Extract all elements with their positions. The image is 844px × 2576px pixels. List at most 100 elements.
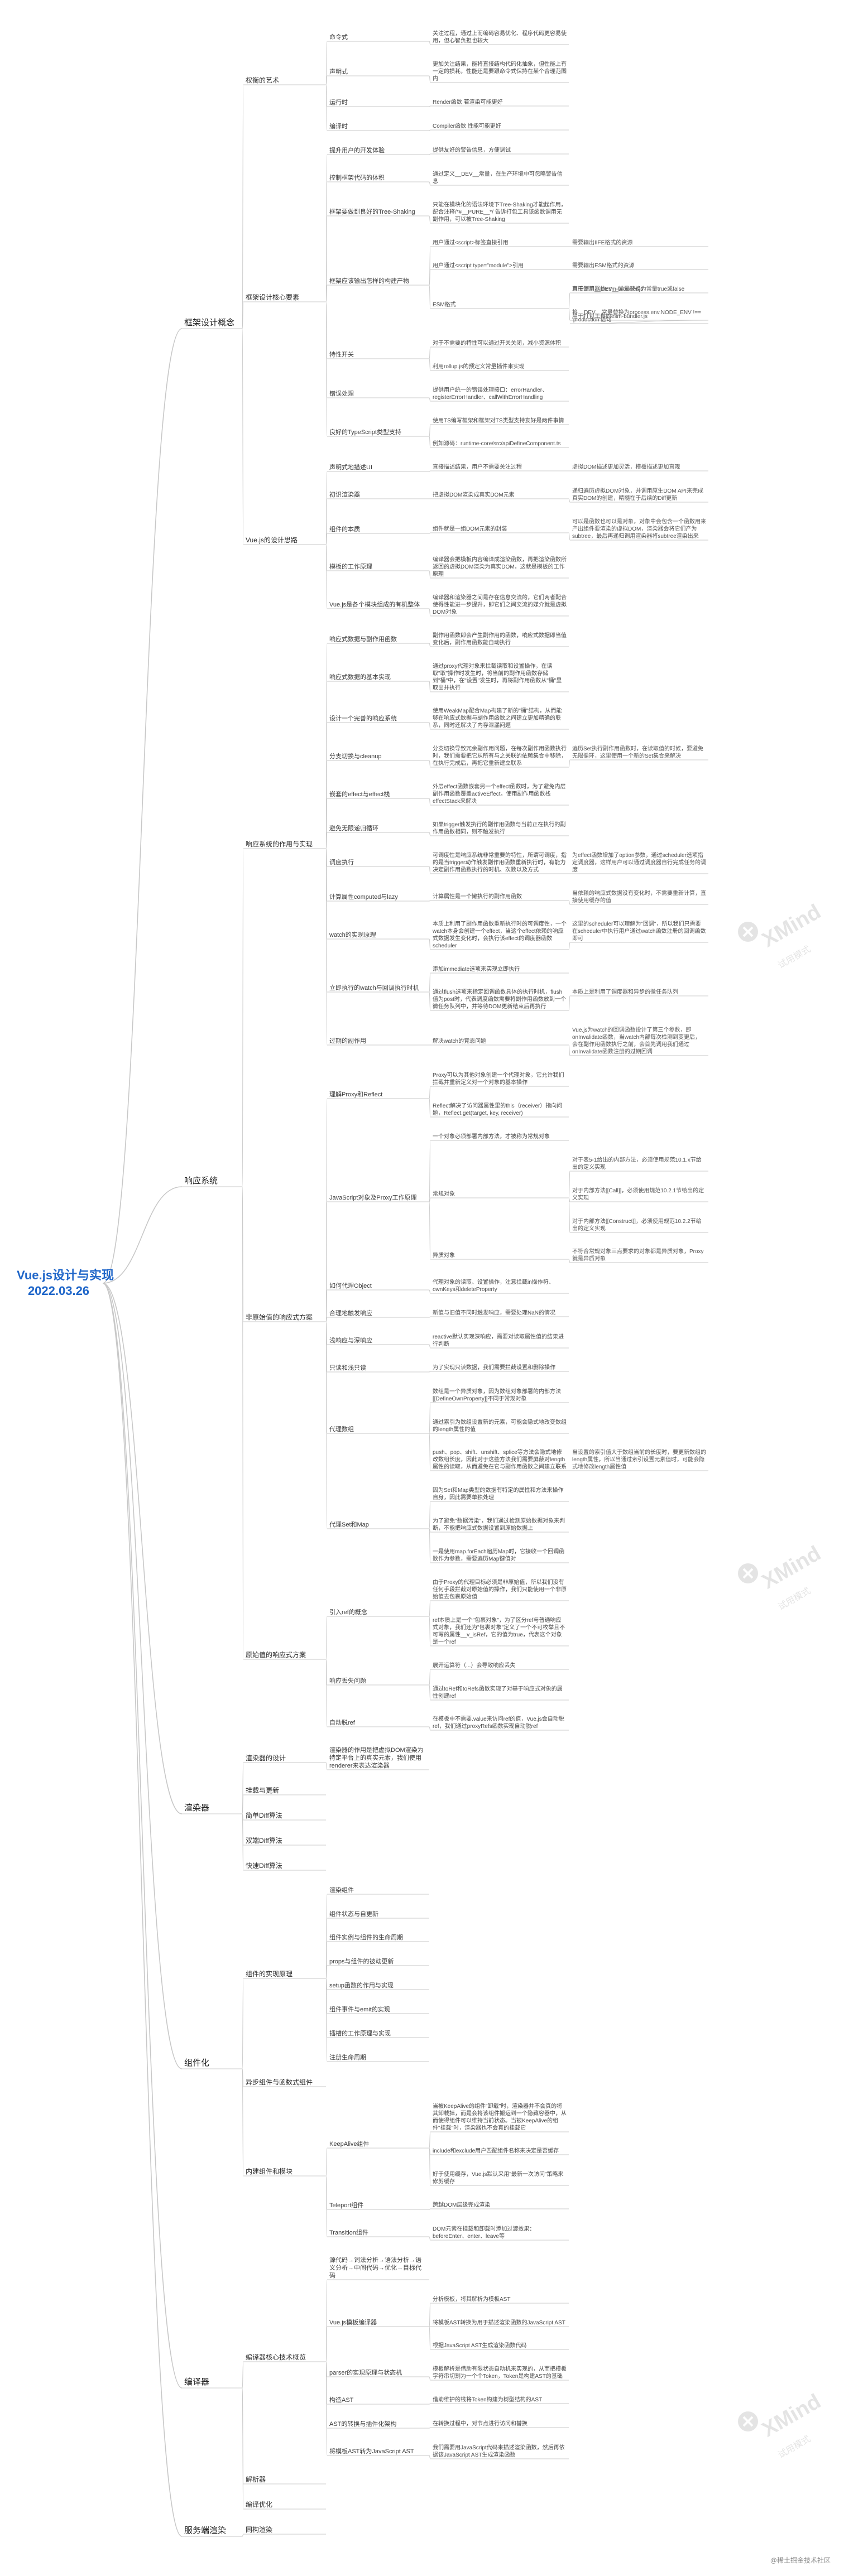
topic-level-5[interactable]: 这里的scheduler可以理解为"回调"，所以我们只需要在scheduler中…	[572, 921, 706, 942]
topic-level-3[interactable]: Vue.js模板编译器	[329, 2319, 377, 2326]
topic-level-5[interactable]: 对于内部方法[[Call]]，必须使用规范10.2.1节给出的定义实现	[572, 1188, 704, 1201]
topic-level-3[interactable]: 组件的本质	[329, 526, 360, 533]
topic-level-5[interactable]: 需要输出ESM格式的资源	[572, 263, 635, 269]
topic-level-4[interactable]: 由于Proxy的代理目标必须是非原始值，所以我们没有任何手段拦截对原始值的操作，…	[433, 1580, 567, 1600]
topic-level-3[interactable]: 设计一个完善的响应系统	[329, 715, 397, 722]
topic-level-3[interactable]: 响应式数据的基本实现	[329, 674, 391, 681]
topic-level-3[interactable]: setup函数的作用与实现	[329, 1982, 394, 1989]
topic-level-3[interactable]: parser的实现原理与状态机	[329, 2370, 402, 2376]
topic-level-3[interactable]: Transition组件	[329, 2230, 368, 2236]
topic-level-4[interactable]: 通过flush选项来指定回调函数具体的执行时机，flush值为post时，代表调…	[433, 989, 566, 1010]
topic-level-6[interactable]: 直接使用__DEV__常量替换为常量true或false	[572, 286, 685, 292]
topic-level-3[interactable]: props与组件的被动更新	[329, 1958, 394, 1965]
topic-level-2[interactable]: 非原始值的响应式方案	[246, 1313, 313, 1321]
topic-level-4[interactable]: 使用TS编写框架和框架对TS类型支持友好是两件事情	[433, 418, 564, 424]
topic-level-1[interactable]: 组件化	[184, 2058, 210, 2068]
topic-level-4[interactable]: Render函数 若渲染可能更好	[433, 99, 503, 105]
topic-level-5[interactable]: 虚拟DOM描述更加灵活，模板描述更加直观	[572, 464, 680, 470]
topic-level-2[interactable]: 解析器	[246, 2476, 266, 2483]
topic-level-3[interactable]: 命令式	[329, 34, 348, 41]
topic-level-3[interactable]: 代理数组	[329, 1426, 354, 1433]
topic-level-4[interactable]: 分支切换导致冗余副作用问题，在每次副作用函数执行时，我们需要把它从所有与之关联的…	[433, 746, 567, 767]
topic-level-3[interactable]: 如何代理Object	[329, 1283, 372, 1289]
topic-level-4[interactable]: 可调度性是响应系统非常重要的特性，所谓可调度，指的是当trigger动作触发副作…	[433, 853, 567, 873]
topic-level-4[interactable]: 常规对象	[433, 1191, 455, 1197]
topic-level-4[interactable]: 直接描述结果，用户不需要关注过程	[433, 464, 522, 470]
topic-level-3[interactable]: 只读和浅只读	[329, 1365, 366, 1371]
topic-level-3[interactable]: 特性开关	[329, 352, 354, 358]
topic-level-4[interactable]: 提供友好的警告信息，方便调试	[433, 147, 511, 153]
topic-level-3[interactable]: 框架应该输出怎样的构建产物	[329, 278, 409, 285]
topic-level-5[interactable]: 本质上是利用了调度器和异步的微任务队列	[572, 989, 678, 995]
topic-level-3[interactable]: 组件事件与emit的实现	[329, 2006, 390, 2013]
topic-level-4[interactable]: 当被KeepAlive的组件"卸载"时，渲染器并不会真的将其卸载掉，而是会将该组…	[433, 2103, 567, 2131]
topic-level-1[interactable]: 编译器	[184, 2377, 210, 2387]
topic-level-4[interactable]: 在转换过程中，对节点进行访问和替换	[433, 2421, 528, 2427]
topic-level-3[interactable]: 源代码→词法分析→语法分析→语义分析→中间代码→优化→目标代码	[329, 2257, 421, 2279]
topic-level-3[interactable]: 声明式地描述UI	[329, 464, 372, 471]
topic-level-3[interactable]: 计算属性computed与lazy	[329, 894, 398, 901]
topic-level-4[interactable]: 我们需要用JavaScript代码来描述渲染函数，然后再依据该JavaScrip…	[433, 2445, 565, 2458]
topic-level-3[interactable]: 自动脱ref	[329, 1720, 355, 1726]
topic-level-3[interactable]: 分支切换与cleanup	[329, 753, 382, 760]
topic-level-4[interactable]: 展开运算符（...）会导致响应丢失	[433, 1663, 516, 1669]
topic-level-3[interactable]: 框架要做到良好的Tree-Shaking	[329, 209, 415, 215]
topic-level-4[interactable]: 代理对象的读取、设置操作，注意拦截in操作符、ownKeys和deletePro…	[433, 1279, 554, 1293]
topic-level-3[interactable]: 声明式	[329, 69, 348, 75]
topic-level-4[interactable]: 组件就是一组DOM元素的封装	[433, 526, 507, 532]
topic-level-3[interactable]: 构造AST	[329, 2397, 354, 2404]
topic-level-3[interactable]: 响应式数据与副作用函数	[329, 636, 397, 643]
topic-level-4[interactable]: 用户通过<script type="module">引用	[433, 263, 524, 269]
topic-level-5[interactable]: 用于打包工具的esm-bundler.js	[572, 314, 648, 320]
topic-level-3[interactable]: Teleport组件	[329, 2202, 364, 2209]
topic-level-3[interactable]: 过期的副作用	[329, 1038, 366, 1044]
topic-level-4[interactable]: 通过索引为数组设置新的元素，可能会隐式地改变数组的length属性的值	[433, 1419, 567, 1433]
topic-level-4[interactable]: 根据JavaScript AST生成渲染函数代码	[433, 2343, 527, 2349]
topic-level-3[interactable]: 注册生命周期	[329, 2054, 366, 2061]
topic-level-2[interactable]: 内建组件和模块	[246, 2168, 293, 2175]
topic-level-4[interactable]: 一是使用map.forEach遍历Map时，它接收一个回调函数作为参数，需要遍历…	[433, 1549, 565, 1562]
topic-level-2[interactable]: 编译器核心技术概览	[246, 2353, 306, 2361]
topic-level-2[interactable]: 原始值的响应式方案	[246, 1651, 306, 1659]
topic-level-2[interactable]: 权衡的艺术	[246, 76, 280, 84]
topic-level-4[interactable]: 一个对象必须部署内部方法，才被称为常规对象	[433, 1134, 550, 1140]
topic-level-4[interactable]: 模板解析是借助有限状态自动机来实现的，从而把模板字符串切割为一个个Token，T…	[433, 2366, 567, 2380]
topic-level-3[interactable]: 良好的TypeScript类型支持	[329, 429, 401, 436]
topic-level-3[interactable]: 合理地触发响应	[329, 1310, 372, 1317]
topic-level-2[interactable]: 双端Diff算法	[246, 1837, 282, 1845]
topic-level-3[interactable]: 渲染器的作用是把虚拟DOM渲染为特定平台上的真实元素，我们使用renderer来…	[329, 1747, 424, 1769]
topic-level-5[interactable]: Vue.js为watch的回调函数设计了第三个参数，即onInvalidate函…	[572, 1027, 701, 1055]
topic-level-3[interactable]: 初识渲染器	[329, 492, 360, 498]
topic-level-4[interactable]: ref本质上是一个"包裹对象"，为了区分ref与普通响应式对象，我们还为"包裹对…	[433, 1617, 565, 1645]
topic-level-4[interactable]: 用户通过<script>标签直接引用	[433, 240, 509, 246]
topic-level-3[interactable]: JavaScript对象及Proxy工作原理	[329, 1195, 417, 1201]
topic-level-2[interactable]: 异步组件与函数式组件	[246, 2078, 313, 2086]
topic-level-4[interactable]: 数组是一个异质对象，因为数组对象部署的内部方法[[DefineOwnProper…	[433, 1389, 561, 1402]
topic-level-3[interactable]: 错误处理	[329, 391, 354, 397]
topic-level-5[interactable]: 需要输出IIFE格式的资源	[572, 240, 633, 246]
topic-level-4[interactable]: 关注过程，通过上而编码容易优化、程序代码更容易使用，但心智负担也较大	[433, 31, 567, 44]
topic-level-4[interactable]: 只能在模块化的语法环境下Tree-Shaking才能起作用，配合注释/*#__P…	[433, 202, 567, 223]
topic-level-1[interactable]: 响应系统	[184, 1176, 218, 1186]
topic-level-4[interactable]: 计算属性是一个懒执行的副作用函数	[433, 894, 522, 900]
topic-level-4[interactable]: 在模板中不需要.value来访问ref的值，Vue.js会自动脱ref，我们通过…	[433, 1716, 564, 1730]
topic-level-5[interactable]: 当设置的索引值大于数组当前的长度时，要更新数组的length属性，所以当通过索引…	[572, 1450, 706, 1470]
topic-level-4[interactable]: 本质上利用了副作用函数重新执行时的可调度性，一个watch本身会创建一个effe…	[433, 921, 567, 949]
topic-level-2[interactable]: 快速Diff算法	[246, 1862, 282, 1870]
topic-level-4[interactable]: 例如源码：runtime-core/src/apiDefineComponent…	[433, 441, 561, 447]
topic-level-3[interactable]: 避免无限递归循环	[329, 825, 378, 832]
topic-level-3[interactable]: 将模板AST转为JavaScript AST	[329, 2448, 414, 2455]
topic-level-4[interactable]: 借助维护的栈将Token构建为树型结构的AST	[433, 2397, 543, 2403]
topic-level-4[interactable]: 更加关注结果，能将直接结构代码化抽象，但性能上有一定的损耗，性能还是要跟命令式保…	[433, 61, 567, 82]
topic-level-2[interactable]: 挂载与更新	[246, 1787, 280, 1794]
topic-level-3[interactable]: 嵌套的effect与effect栈	[329, 791, 390, 798]
topic-level-3[interactable]: 立即执行的watch与回调执行时机	[329, 985, 419, 991]
topic-level-6[interactable]: 将__DEV__常量替换为process.env.NODE_ENV !== 'p…	[572, 310, 702, 323]
topic-level-4[interactable]: Proxy可以为其他对象创建一个代理对象，它允许我们拦截并重新定义对一个对象的基…	[433, 1072, 564, 1086]
topic-level-4[interactable]: reactive默认实现深响应，需要对读取属性值的结果进行判断	[433, 1334, 564, 1347]
topic-level-1[interactable]: 服务端渲染	[184, 2526, 227, 2535]
topic-level-4[interactable]: 添加immediate选项来实现立即执行	[433, 966, 520, 972]
topic-level-4[interactable]: 跨越DOM层级完成渲染	[433, 2202, 491, 2208]
topic-level-3[interactable]: 编译时	[329, 123, 348, 130]
topic-level-2[interactable]: 响应系统的作用与实现	[246, 840, 313, 848]
